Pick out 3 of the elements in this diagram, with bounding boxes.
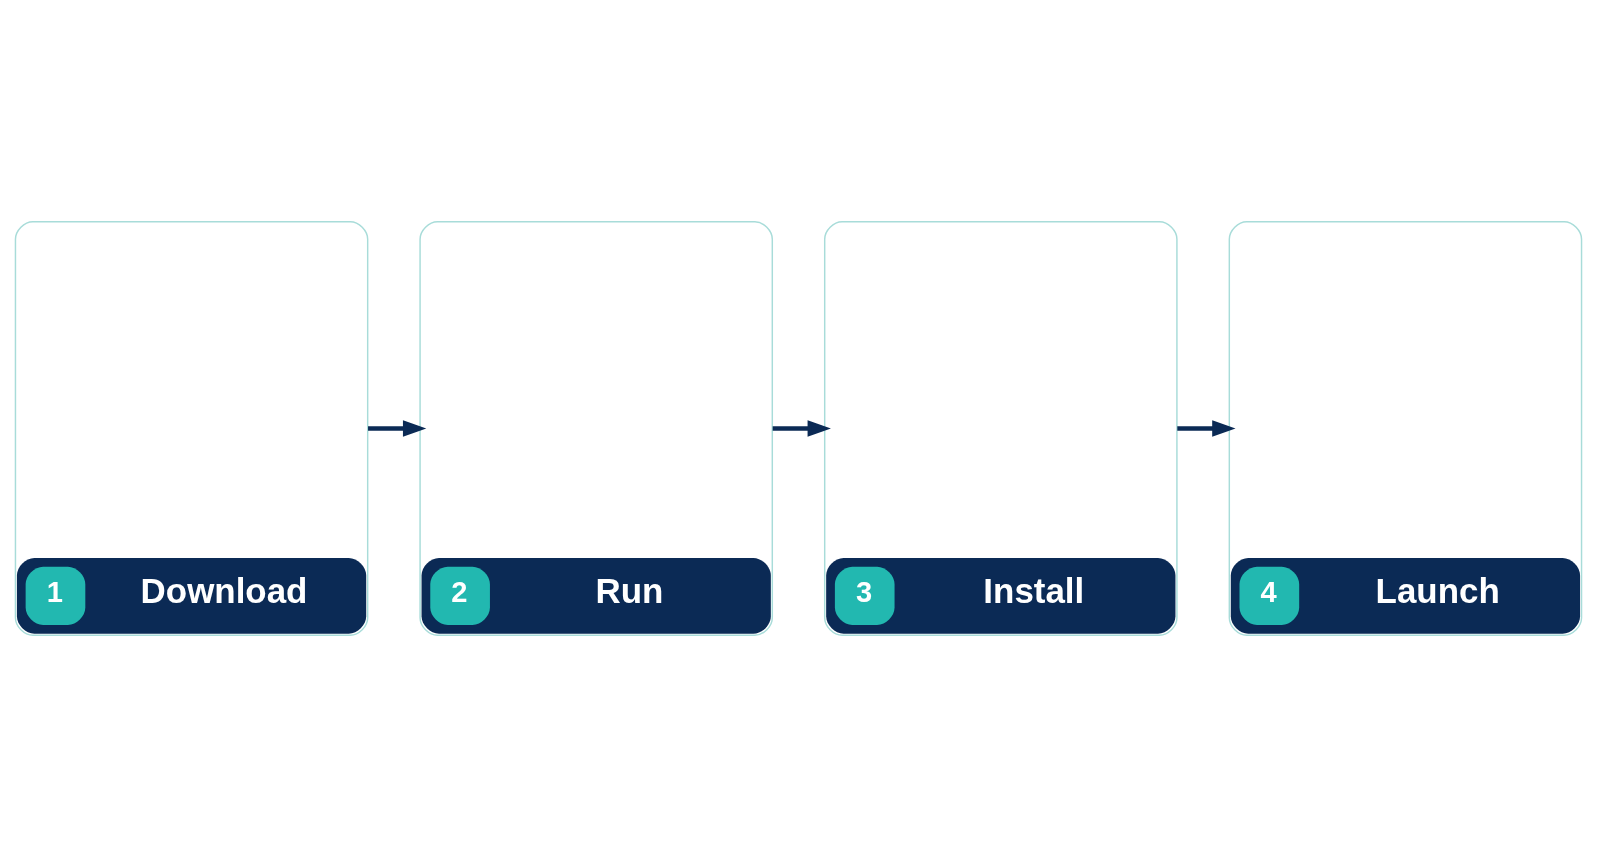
arrow [368,419,427,437]
arrow [772,419,831,437]
arrow [1177,419,1236,437]
